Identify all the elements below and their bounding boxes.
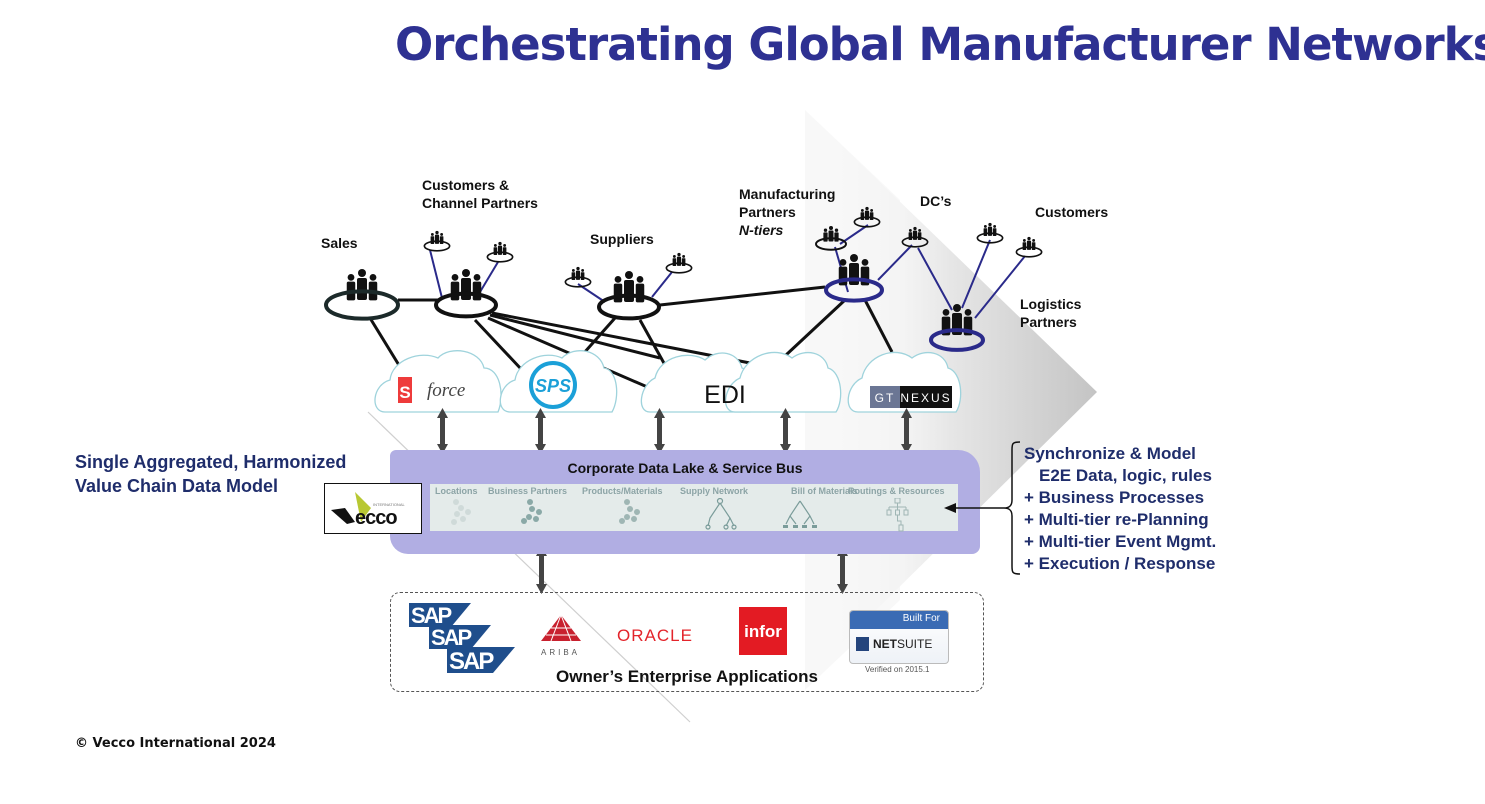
ariba-logo: ARIBA xyxy=(541,614,581,657)
copyright: © Vecco International 2024 xyxy=(75,736,276,751)
data-model-item-bom: Bill of Materials xyxy=(791,486,858,496)
people-group-manufacturing-icon xyxy=(824,254,884,303)
data-model-item-business-partners: Business Partners xyxy=(488,486,568,496)
label-line: N-tiers xyxy=(739,222,784,238)
oracle-logo: ORACLE xyxy=(617,626,693,645)
capabilities-heading: Synchronize & Model xyxy=(1024,444,1196,463)
label-line: Manufacturing xyxy=(739,186,836,202)
capability-item: + Multi-tier Event Mgmt. xyxy=(1024,532,1217,551)
capability-item: E2E Data, logic, rules xyxy=(1039,466,1212,485)
data-model-item-products: Products/Materials xyxy=(582,486,663,496)
vecco-logo-mark: INTERNATIONAL ecco xyxy=(331,492,405,529)
netsuite-banner xyxy=(850,611,948,629)
heading-line: Value Chain Data Model xyxy=(75,476,279,496)
people-group-logistics-icon xyxy=(929,304,985,352)
capability-item: + Execution / Response xyxy=(1024,554,1216,573)
people-group-small-icon xyxy=(564,266,592,288)
label-line: Partners xyxy=(739,204,796,220)
netsuite-name-rest: SUITE xyxy=(897,637,933,651)
cloud-sps xyxy=(499,350,618,413)
page-title: Orchestrating Global Manufacturer Networ… xyxy=(395,18,1485,71)
gtnexus-nexus: NEXUS xyxy=(900,391,951,405)
capability-item: + Business Processes xyxy=(1024,488,1205,507)
netsuite-verified: Verified on 2015.1 xyxy=(865,665,930,674)
arrow-left-icon xyxy=(944,503,1004,513)
node-label-manufacturing: Manufacturing Partners N-tiers xyxy=(739,185,835,239)
capabilities-list: Synchronize & Model E2E Data, logic, rul… xyxy=(1024,443,1216,575)
netsuite-name: NETSUITE xyxy=(873,637,932,651)
oracle-text: ORACLE xyxy=(617,626,693,645)
people-group-small-icon xyxy=(1015,236,1043,258)
tree-icon xyxy=(783,500,817,528)
double-arrow-icon xyxy=(535,408,546,454)
sap-logo: SAP SAP SAP xyxy=(409,603,515,675)
gtnexus-gt: GT xyxy=(875,391,896,405)
network-links-blue xyxy=(429,224,1026,389)
people-group-small-icon xyxy=(423,230,451,252)
vecco-text: ecco xyxy=(355,507,397,529)
label-line: Logistics xyxy=(1020,296,1082,312)
cloud-edi-right xyxy=(725,351,842,413)
capability-item: + Multi-tier re-Planning xyxy=(1024,510,1209,529)
data-lake-panel: Corporate Data Lake & Service Bus Locati… xyxy=(390,450,980,554)
dots-icon xyxy=(619,499,640,524)
sps-logo: SPS xyxy=(529,361,577,409)
people-group-small-icon xyxy=(815,226,847,251)
enterprise-apps-panel: SAP SAP SAP ARIBA ORACLE infor Built For… xyxy=(390,592,984,692)
flowchart-icon xyxy=(886,498,909,532)
edi-label: EDI xyxy=(704,381,746,409)
people-group-small-icon xyxy=(486,241,514,263)
netsuite-name-bold: NET xyxy=(873,637,897,651)
node-label-customers-channel: Customers & Channel Partners xyxy=(422,176,538,212)
dots-icon xyxy=(451,499,471,525)
data-model-item-locations: Locations xyxy=(435,486,478,496)
people-group-suppliers-icon xyxy=(597,271,661,321)
salesforce-logo: S force xyxy=(398,377,465,403)
infor-logo: infor xyxy=(739,607,787,655)
dots-icon xyxy=(521,499,542,524)
people-group-sales-icon xyxy=(324,269,400,321)
enterprise-apps-label: Owner’s Enterprise Applications xyxy=(556,667,818,686)
infor-text: infor xyxy=(744,622,782,641)
double-arrow-icon xyxy=(654,408,665,454)
label-line: Partners xyxy=(1020,314,1077,330)
vecco-logo: INTERNATIONAL ecco xyxy=(324,483,422,534)
data-model-heading: Single Aggregated, Harmonized Value Chai… xyxy=(75,450,346,498)
sap-text: SAP xyxy=(431,625,472,650)
sap-text: SAP xyxy=(411,603,452,628)
gtnexus-logo: GT NEXUS xyxy=(870,386,952,408)
people-group-small-icon xyxy=(976,222,1004,244)
data-lake-title: Corporate Data Lake & Service Bus xyxy=(567,460,803,476)
heading-line: Single Aggregated, Harmonized xyxy=(75,452,347,472)
salesforce-initial: S xyxy=(399,383,410,402)
label-line: Customers & xyxy=(422,177,510,193)
data-model-strip: Locations Business Partners Products/Mat… xyxy=(430,484,958,532)
people-group-small-icon xyxy=(853,206,881,228)
vecco-sub: INTERNATIONAL xyxy=(373,502,405,507)
tree-icon xyxy=(705,498,737,530)
data-model-item-supply-network: Supply Network xyxy=(680,486,749,496)
netsuite-badge: Built For NETSUITE xyxy=(849,610,949,664)
double-arrow-icon xyxy=(437,408,448,454)
node-label-suppliers: Suppliers xyxy=(590,231,654,247)
ariba-text: ARIBA xyxy=(541,648,580,657)
netsuite-built-for: Built For xyxy=(902,613,940,624)
node-label-customers: Customers xyxy=(1035,204,1109,220)
people-group-small-icon xyxy=(901,226,929,248)
label-line: Channel Partners xyxy=(422,195,538,211)
double-arrow-icon xyxy=(901,408,912,454)
data-model-item-routings: Routings & Resources xyxy=(848,486,945,496)
people-groups xyxy=(324,206,1043,352)
node-label-sales: Sales xyxy=(321,235,358,251)
node-label-dcs: DC’s xyxy=(920,193,952,209)
salesforce-text: force xyxy=(427,380,465,401)
people-group-small-icon xyxy=(665,252,693,274)
people-group-customers-channel-icon xyxy=(434,269,498,319)
netsuite-n-icon xyxy=(856,637,869,651)
sps-text: SPS xyxy=(535,376,571,396)
double-arrows xyxy=(437,408,912,594)
double-arrow-icon xyxy=(780,408,791,454)
sap-text: SAP xyxy=(449,648,494,675)
node-label-logistics: Logistics Partners xyxy=(1020,295,1081,331)
